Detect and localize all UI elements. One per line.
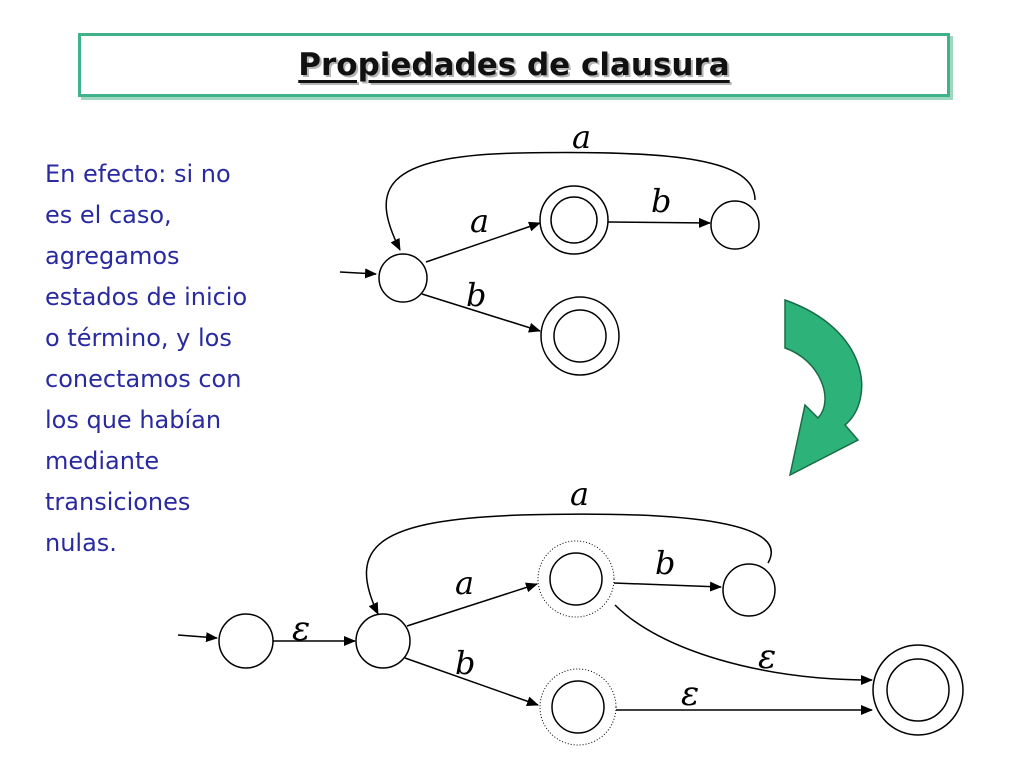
bottom-label-eps-start: ε	[292, 609, 310, 649]
top-edge-a	[425, 221, 541, 263]
bottom-automaton: a b a b ε ε ε	[177, 475, 964, 746]
bottom-label-eps-bottom: ε	[681, 674, 699, 714]
top-label-loop: a	[572, 118, 591, 156]
slide-title: Propiedades de clausura	[298, 47, 730, 83]
top-state-q	[710, 200, 760, 250]
top-edge-b	[421, 293, 541, 333]
bottom-state-q	[722, 563, 776, 617]
top-label-a: a	[470, 202, 489, 240]
bottom-eps-top-edge	[614, 604, 873, 685]
bottom-label-b: b	[455, 644, 475, 682]
bottom-start-arrow	[177, 632, 218, 643]
top-label-b-q: b	[651, 182, 671, 220]
bottom-new-start-state	[218, 613, 274, 669]
bottom-start-state	[355, 613, 411, 669]
explanation-paragraph: En efecto: si no es el caso, agregamos e…	[45, 160, 248, 557]
bottom-new-final-state-inner	[886, 658, 950, 722]
bottom-edge-q	[613, 581, 722, 592]
transform-arrow-icon	[784, 298, 863, 477]
top-start-arrow	[339, 268, 377, 279]
top-automaton: a b a b	[339, 118, 760, 376]
bottom-state-b	[551, 680, 605, 734]
bottom-state-a	[549, 552, 603, 606]
bottom-edge-b	[404, 657, 539, 707]
top-loop-edge	[385, 151, 756, 251]
bottom-label-loop: a	[570, 475, 589, 513]
bottom-edge-a	[406, 582, 538, 627]
title-box: Propiedades de clausura	[78, 33, 950, 97]
bottom-label-eps-top: ε	[758, 637, 776, 677]
top-final-state-b-inner	[553, 309, 607, 363]
top-label-b: b	[466, 276, 486, 314]
bottom-label-b-q: b	[655, 544, 675, 582]
top-edge-q	[607, 217, 711, 228]
top-start-state	[378, 253, 428, 303]
bottom-label-a: a	[455, 564, 474, 602]
bottom-loop-edge	[365, 513, 772, 615]
top-final-state-a-inner	[550, 196, 598, 244]
